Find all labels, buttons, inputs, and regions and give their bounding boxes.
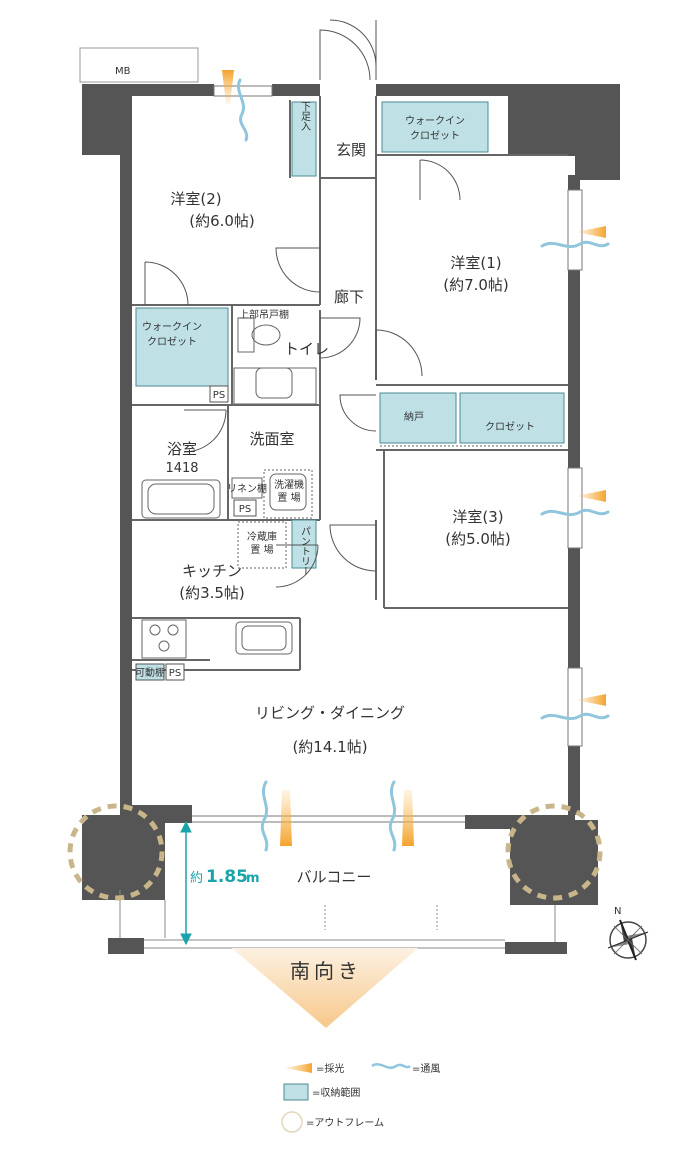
living-size: (約14.1帖) xyxy=(292,738,367,756)
wind-wave-icon xyxy=(540,240,610,249)
bath-label: 浴室 xyxy=(167,440,197,458)
legend-storage-label: =収納範囲 xyxy=(312,1086,360,1099)
wind-wave-icon xyxy=(540,508,610,517)
storage-areas xyxy=(135,101,565,569)
balcony-depth-unit: m xyxy=(246,871,260,886)
bath-size: 1418 xyxy=(165,461,198,476)
south-indicator xyxy=(232,948,418,1028)
shoe-storage-label: 下足入 xyxy=(299,101,311,131)
walkin1-area xyxy=(381,101,489,153)
light-arrow-icon xyxy=(576,490,606,502)
pantry-label: パントリー xyxy=(299,526,311,576)
light-arrow-icon xyxy=(402,790,414,846)
closet-area xyxy=(459,392,565,444)
entrance-label: 玄関 xyxy=(336,141,366,159)
walkin1-label-1: ウォークイン xyxy=(405,115,465,127)
linen-label: リネン棚 xyxy=(227,482,267,495)
washroom-label: 洗面室 xyxy=(249,430,294,448)
western2-size: (約6.0帖) xyxy=(189,212,255,230)
compass-north-label: N xyxy=(614,906,621,917)
storage-swatch-icon xyxy=(283,1083,309,1101)
mb-area: MB xyxy=(79,47,199,83)
closet-rails xyxy=(380,445,564,609)
kitchen-size: (約3.5帖) xyxy=(179,584,245,602)
legend-wind-label: =通風 xyxy=(412,1063,440,1075)
movable-shelf-label: 可動棚 xyxy=(135,666,165,679)
interior-walls xyxy=(132,96,568,671)
wind-wave-icon xyxy=(388,780,397,852)
walkin1-label-2: クロゼット xyxy=(410,130,460,142)
light-arrow-icon xyxy=(280,790,292,846)
ps3-label: PS xyxy=(169,668,181,679)
western1-label: 洋室(1) xyxy=(450,254,501,272)
outframe-circle-icon xyxy=(281,1111,303,1133)
south-label: 南向き xyxy=(290,959,362,983)
western2-label: 洋室(2) xyxy=(170,190,221,208)
shoe-storage-area xyxy=(291,101,317,177)
ps-boxes xyxy=(135,385,257,681)
walkin2-label-2: クロゼット xyxy=(147,336,197,348)
upper-cabinet-label: 上部吊戸棚 xyxy=(239,308,289,321)
ps2-label: PS xyxy=(239,504,251,515)
top-window xyxy=(213,85,273,97)
western3-label: 洋室(3) xyxy=(452,508,503,526)
outer-walls xyxy=(82,84,620,954)
wind-wave-icon xyxy=(237,78,249,142)
balcony-depth-arrow xyxy=(180,820,192,946)
ps1-label: PS xyxy=(213,390,225,401)
toilet-label: トイレ xyxy=(284,340,329,358)
outframe-circle-icon xyxy=(67,803,165,901)
legend-light-label: =採光 xyxy=(316,1062,344,1075)
western3-size: (約5.0帖) xyxy=(445,530,511,548)
living-label: リビング・ダイニング xyxy=(255,704,405,722)
light-arrow-icon xyxy=(576,694,606,706)
washer-label-1: 洗濯機 xyxy=(274,478,304,491)
legend: =採光 =通風 =収納範囲 =アウトフレーム xyxy=(281,1062,440,1133)
washer-label-2: 置 場 xyxy=(277,491,300,504)
light-arrow-icon xyxy=(576,226,606,238)
walkin2-label-1: ウォークイン xyxy=(142,321,202,333)
right-windows xyxy=(567,189,583,747)
light-arrow-icon xyxy=(284,1063,312,1073)
fridge-label-1: 冷蔵庫 xyxy=(247,530,277,543)
light-arrows xyxy=(222,70,606,846)
compass-icon: N xyxy=(607,906,649,961)
western1-size: (約7.0帖) xyxy=(443,276,509,294)
balcony-depth-prefix: 約 xyxy=(190,871,203,886)
wind-wave-icon xyxy=(371,1063,411,1069)
fixtures xyxy=(141,317,317,659)
storage-area xyxy=(379,392,457,444)
legend-outframe-label: =アウトフレーム xyxy=(306,1117,384,1129)
kitchen-label: キッチン xyxy=(182,562,242,580)
storage-label: 納戸 xyxy=(404,410,424,423)
fridge-label-2: 置 場 xyxy=(250,543,273,556)
doors xyxy=(144,19,461,588)
balcony-window xyxy=(192,815,465,823)
light-arrow-icon xyxy=(222,70,234,104)
corridor-label: 廊下 xyxy=(334,288,364,306)
pantry-area xyxy=(291,519,317,569)
wind-wave-icon xyxy=(260,780,269,852)
outframe-circle-icon xyxy=(505,803,603,901)
room-labels: 洋室(2) (約6.0帖) 玄関 下足入 ウォークイン クロゼット 洋室(1) … xyxy=(135,101,535,983)
walkin2-area xyxy=(135,307,229,387)
mb-label: MB xyxy=(115,66,131,77)
outframe-circles xyxy=(67,803,603,901)
balcony-label: バルコニー xyxy=(297,868,372,886)
balcony-depth-value: 1.85 xyxy=(206,867,248,887)
wind-wave-icon xyxy=(540,712,610,721)
closet-label: クロゼット xyxy=(485,421,535,433)
wind-waves xyxy=(237,78,610,852)
